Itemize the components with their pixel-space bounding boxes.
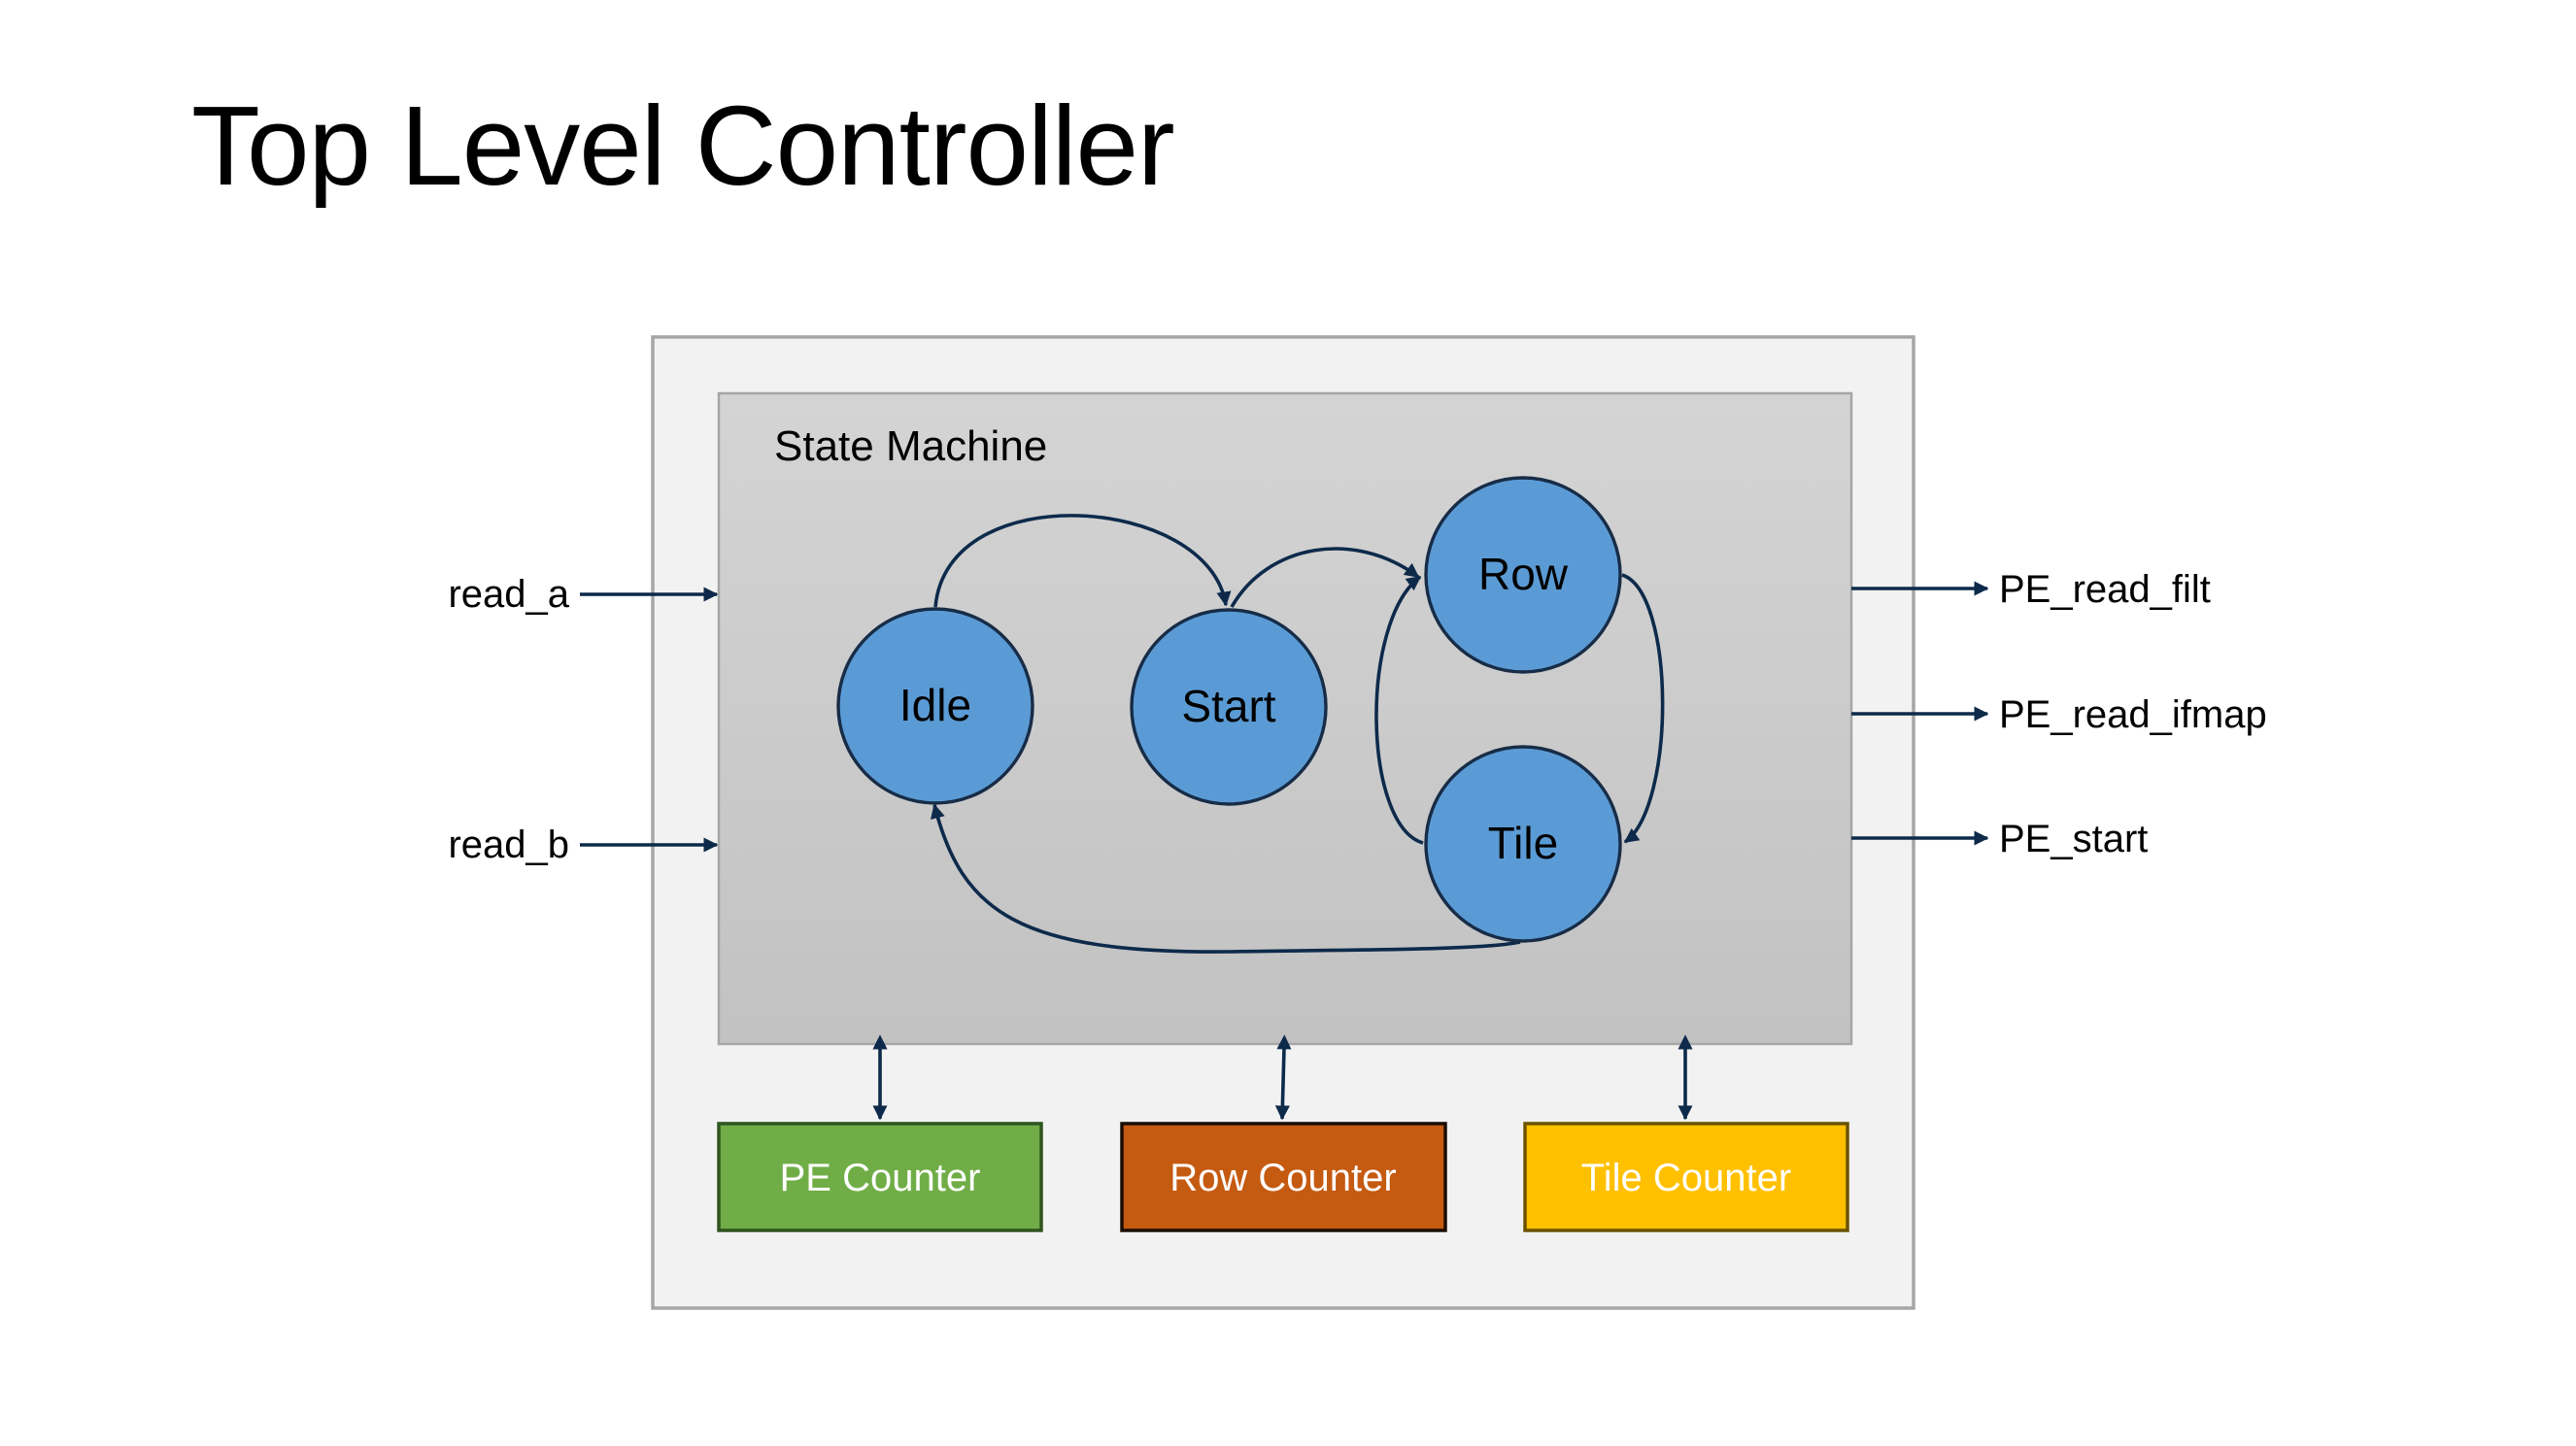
state-machine-label: State Machine: [774, 422, 1047, 470]
input-label-read-a: read_a: [448, 573, 569, 616]
output-label-pe-start: PE_start: [1999, 818, 2148, 860]
state-idle: Idle: [836, 607, 1034, 805]
transition-start-to-row: [1230, 547, 1420, 608]
row-counter-label: Row Counter: [1169, 1157, 1396, 1199]
state-row-label: Row: [1478, 549, 1569, 599]
output-label-pe-read-ifmap: PE_read_ifmap: [1999, 693, 2267, 736]
slide-title: Top Level Controller: [191, 83, 1175, 209]
transition-idle-to-start: [933, 514, 1232, 608]
state-start-label: Start: [1181, 681, 1275, 731]
pe-counter: PE Counter: [717, 1122, 1043, 1232]
tile-counter: Tile Counter: [1523, 1122, 1849, 1232]
state-start: Start: [1130, 608, 1328, 806]
transition-tile-to-idle: [931, 803, 1521, 954]
state-tile: Tile: [1424, 745, 1622, 943]
tile-counter-label: Tile Counter: [1581, 1157, 1791, 1199]
link-sm-row-counter: [1274, 1034, 1292, 1121]
state-idle-label: Idle: [899, 680, 971, 730]
input-label-read-b: read_b: [448, 824, 569, 866]
state-row: Row: [1424, 476, 1622, 674]
row-counter: Row Counter: [1120, 1122, 1447, 1232]
transition-tile-to-row: [1374, 575, 1424, 845]
pe-counter-label: PE Counter: [780, 1157, 981, 1199]
output-label-pe-read-filt: PE_read_filt: [1999, 568, 2211, 611]
transition-row-to-tile: [1621, 573, 1665, 844]
state-tile-label: Tile: [1488, 818, 1558, 868]
